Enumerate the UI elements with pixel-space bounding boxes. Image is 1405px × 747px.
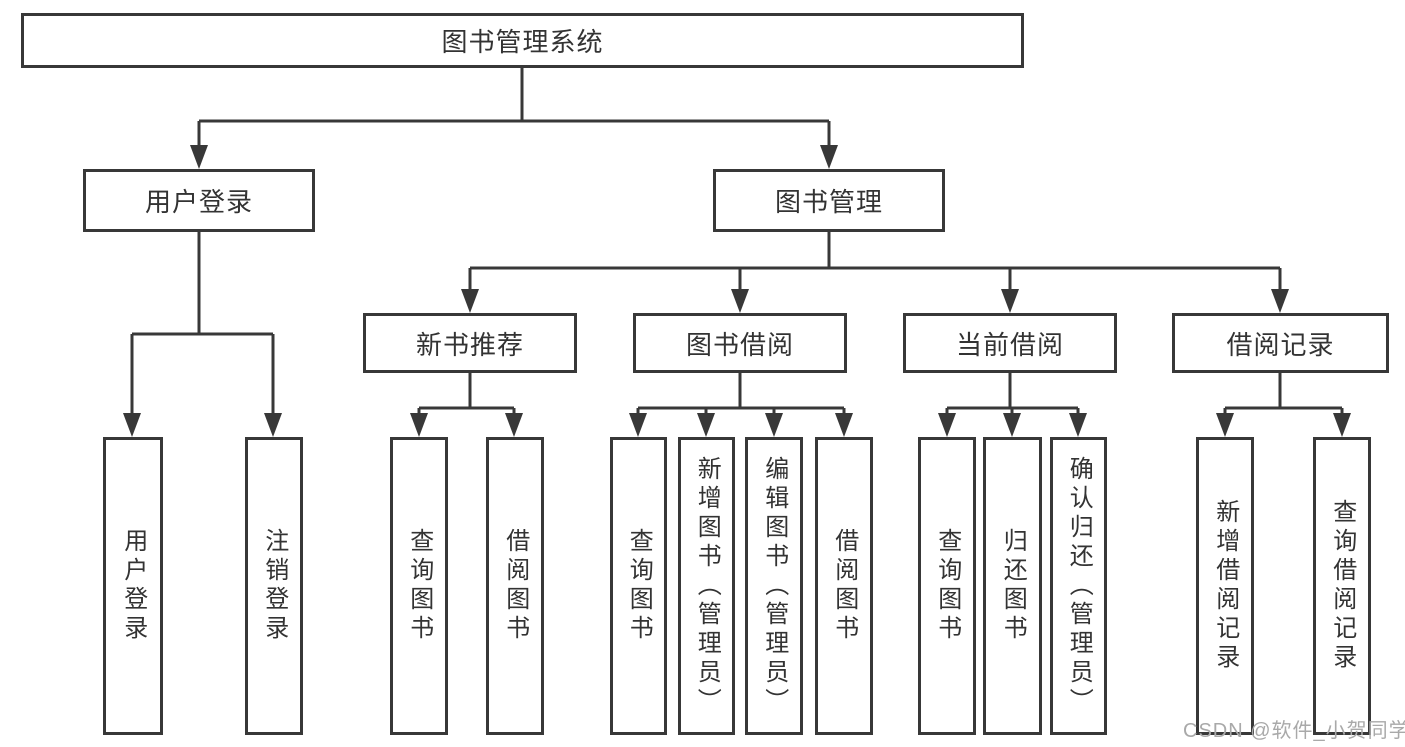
node-label: 新增借阅记录 [1211,499,1239,673]
node-user-login: 用户登录 [83,169,315,232]
leaf-query-books-recommend: 查询图书 [390,437,448,735]
leaf-confirm-return-admin: 确认归还（管理员） [1050,437,1107,735]
node-root-system: 图书管理系统 [21,13,1024,68]
leaf-user-login: 用户登录 [103,437,163,735]
node-label: 注销登录 [260,528,288,644]
node-label: 归还图书 [999,528,1027,644]
arrowhead-icons [123,145,1351,437]
node-label: 查询图书 [405,528,433,644]
leaf-borrow-books-recommend: 借阅图书 [486,437,544,735]
node-label: 编辑图书（管理员） [760,455,788,717]
leaf-add-books-admin: 新增图书（管理员） [678,437,735,735]
node-label: 借阅记录 [1226,329,1335,360]
leaf-logout: 注销登录 [245,437,303,735]
leaf-add-borrow-record: 新增借阅记录 [1196,437,1254,735]
node-label: 查询图书 [625,528,653,644]
csdn-watermark: CSDN @软件_小贺同学 [1183,720,1405,742]
node-label: 新增图书（管理员） [693,455,721,717]
node-label: 用户登录 [144,187,253,217]
node-label: 用户登录 [119,528,147,644]
node-borrow-records: 借阅记录 [1172,313,1389,373]
node-current-borrow: 当前借阅 [903,313,1117,373]
leaf-return-books: 归还图书 [983,437,1042,735]
node-label: 借阅图书 [501,528,529,644]
node-label: 借阅图书 [830,528,858,644]
leaf-query-books-current: 查询图书 [918,437,976,735]
node-label: 图书管理系统 [441,27,604,57]
node-label: 图书借阅 [685,329,794,360]
leaf-query-borrow-record: 查询借阅记录 [1313,437,1371,735]
node-label: 查询图书 [933,528,961,644]
node-label: 新书推荐 [415,329,524,360]
node-label: 当前借阅 [955,329,1064,360]
node-label: 确认归还（管理员） [1065,455,1093,717]
node-new-book-recommend: 新书推荐 [363,313,577,373]
node-label: 查询借阅记录 [1328,499,1356,673]
node-book-management: 图书管理 [713,169,945,232]
node-label: 图书管理 [774,187,883,217]
leaf-edit-books-admin: 编辑图书（管理员） [745,437,803,735]
node-book-borrow: 图书借阅 [633,313,847,373]
leaf-borrow-books: 借阅图书 [815,437,873,735]
leaf-query-books-borrow: 查询图书 [610,437,667,735]
